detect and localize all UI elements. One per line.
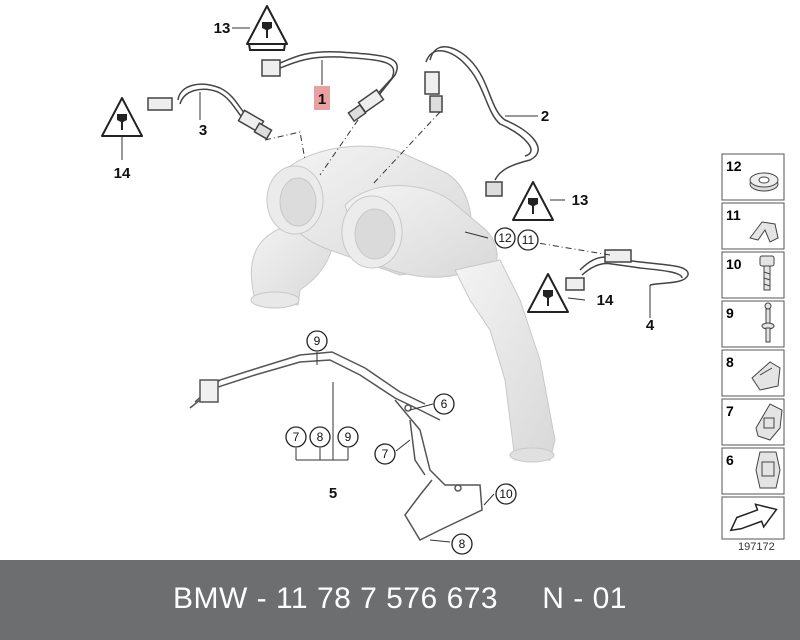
callout-circle-8: 8	[451, 533, 473, 555]
svg-text:10: 10	[726, 256, 742, 272]
spring-clip-icon	[751, 361, 781, 391]
callout-3: 3	[199, 122, 207, 139]
oxygen-sensor-4	[565, 249, 689, 291]
parts-diagram: 13 1 2 3 14 13 14 4 5 12 11 9 6 7 8 9 7 …	[101, 5, 785, 555]
warning-triangle-lower	[527, 273, 569, 313]
callout-circle-9: 9	[306, 330, 328, 352]
parts-legend: 12 11 10 9 8 7 6	[721, 153, 785, 540]
callout-4: 4	[646, 317, 655, 334]
legend-item-8: 8	[721, 349, 785, 397]
svg-text:12: 12	[726, 158, 742, 174]
svg-text:11: 11	[522, 233, 535, 247]
oxygen-sensor-2	[424, 46, 539, 197]
legend-item-9: 9	[721, 300, 785, 348]
callout-13-right: 13	[572, 192, 589, 209]
stud-icon	[761, 302, 775, 343]
legend-item-11: 11	[721, 202, 785, 250]
legend-arrow-box	[721, 496, 785, 540]
footer-bar: BMW - 11 78 7 576 673 N - 01	[0, 560, 800, 640]
catalytic-converter	[250, 145, 556, 463]
svg-text:9: 9	[314, 334, 321, 348]
callout-circle-9a: 9	[337, 426, 359, 448]
highlight-box	[314, 86, 330, 110]
svg-text:7: 7	[293, 430, 300, 444]
legend-item-10: 10	[721, 251, 785, 299]
oxygen-sensor-3	[147, 83, 273, 140]
callout-circle-8a: 8	[309, 426, 331, 448]
callout-circle-12: 12	[494, 227, 516, 249]
callout-13-top: 13	[214, 20, 231, 37]
callout-circle-11: 11	[517, 229, 539, 251]
heat-shield-bracket	[189, 351, 483, 541]
warning-triangle-right	[512, 181, 554, 221]
callout-circle-6: 6	[433, 393, 455, 415]
svg-text:6: 6	[726, 452, 734, 468]
svg-text:11: 11	[726, 207, 741, 223]
svg-text:8: 8	[459, 537, 466, 551]
svg-text:8: 8	[317, 430, 324, 444]
oxygen-sensor-1	[261, 51, 398, 123]
svg-text:7: 7	[726, 403, 734, 419]
nut-clip-icon	[755, 403, 783, 441]
svg-text:10: 10	[499, 487, 513, 501]
svg-text:8: 8	[726, 354, 734, 370]
callout-14-right: 14	[597, 292, 614, 309]
part-number-label: BMW - 11 78 7 576 673 N - 01	[173, 582, 627, 615]
warning-triangle-left	[101, 97, 143, 137]
legend-item-12: 12	[721, 153, 785, 201]
callout-circle-10: 10	[495, 483, 517, 505]
drawing-id: 197172	[738, 541, 775, 553]
warning-triangle-top	[246, 5, 288, 51]
legend-item-7: 7	[721, 398, 785, 446]
callout-14-left: 14	[114, 165, 131, 182]
callout-5: 5	[329, 485, 337, 502]
callout-1: 1	[318, 91, 326, 108]
legend-item-6: 6	[721, 447, 785, 495]
svg-text:12: 12	[498, 231, 512, 245]
svg-text:7: 7	[382, 447, 389, 461]
callout-circle-7: 7	[374, 443, 396, 465]
grommet-icon	[749, 172, 779, 192]
svg-text:9: 9	[345, 430, 352, 444]
callout-2: 2	[541, 108, 549, 125]
arrow-icon	[729, 503, 778, 532]
svg-text:9: 9	[726, 305, 734, 321]
svg-text:6: 6	[441, 397, 448, 411]
bracket-clip-icon	[749, 221, 779, 243]
callout-circle-7a: 7	[285, 426, 307, 448]
clip-nut-icon	[755, 451, 781, 489]
bolt-icon	[759, 255, 775, 291]
